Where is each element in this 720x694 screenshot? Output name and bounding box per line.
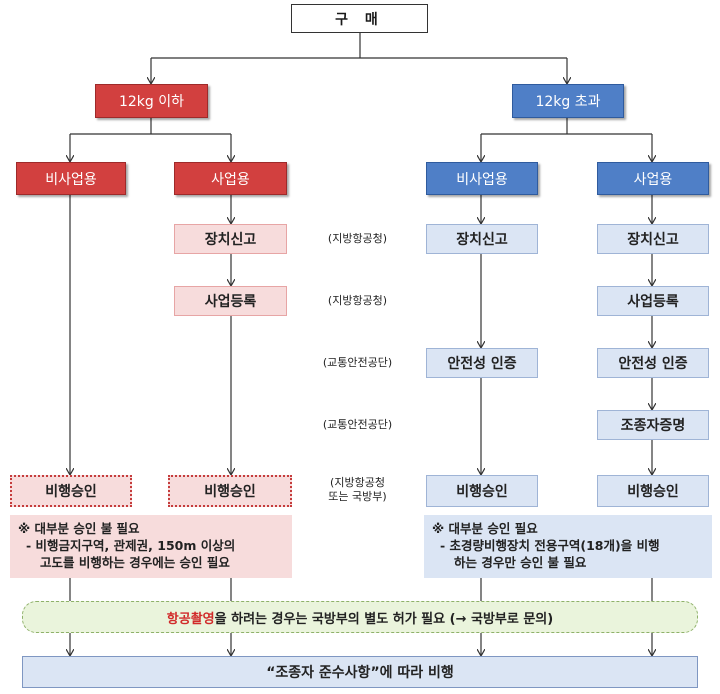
- high-nc-safety-cert-box: 안전성 인증: [426, 348, 538, 378]
- low-noncommercial-box: 비사업용: [16, 162, 126, 195]
- high-noncommercial-box: 비사업용: [426, 162, 538, 195]
- agency-label-flight-approval-line1: (지방항공청: [330, 476, 385, 489]
- weight-over-12kg-box: 12kg 초과: [512, 84, 624, 118]
- note-high-line1: ※ 대부분 승인 필요: [432, 521, 538, 536]
- purchase-box: 구 매: [291, 4, 428, 33]
- high-nc-flight-approval-box: 비행승인: [426, 475, 538, 507]
- note-high-line3: 하는 경우만 승인 불 필요: [454, 555, 587, 570]
- notice-text: 을 하려는 경우는 국방부의 별도 허가 필요 (→ 국방부로 문의): [214, 611, 554, 627]
- low-c-device-registration-box: 장치신고: [174, 224, 287, 254]
- high-c-business-registration-box: 사업등록: [597, 286, 709, 316]
- high-c-safety-cert-box: 안전성 인증: [597, 348, 709, 378]
- agency-label-transport-safety-2: (교통안전공단): [322, 418, 393, 431]
- note-high-weight: ※ 대부분 승인 필요 - 초경량비행장치 전용구역(18개)을 비행 하는 경…: [424, 515, 712, 578]
- agency-label-flight-approval: (지방항공청 또는 국방부): [300, 476, 415, 504]
- high-commercial-box: 사업용: [597, 162, 709, 195]
- note-high-line2: - 초경량비행장치 전용구역(18개)을 비행: [440, 538, 660, 553]
- low-nc-flight-approval-box: 비행승인: [10, 475, 132, 507]
- notice-highlight: 항공촬영: [166, 611, 215, 627]
- weight-12kg-or-less-box: 12kg 이하: [95, 84, 208, 118]
- low-c-flight-approval-box: 비행승인: [168, 475, 292, 507]
- note-low-weight: ※ 대부분 승인 불 필요 - 비행금지구역, 관제권, 150m 이상의 고도…: [10, 515, 292, 578]
- high-nc-device-registration-box: 장치신고: [426, 224, 538, 254]
- pilot-compliance-box: “조종자 준수사항”에 따라 비행: [22, 656, 698, 688]
- agency-label-transport-safety-1: (교통안전공단): [322, 356, 393, 369]
- agency-label-flight-approval-line2: 또는 국방부): [328, 490, 387, 503]
- low-c-business-registration-box: 사업등록: [174, 286, 287, 316]
- high-c-flight-approval-box: 비행승인: [597, 475, 709, 507]
- high-c-pilot-cert-box: 조종자증명: [597, 410, 709, 440]
- low-commercial-box: 사업용: [174, 162, 287, 195]
- note-low-line2: - 비행금지구역, 관제권, 150m 이상의: [26, 538, 236, 553]
- high-c-device-registration-box: 장치신고: [597, 224, 709, 254]
- note-low-line3: 고도를 비행하는 경우에는 승인 필요: [40, 555, 230, 570]
- agency-label-regional-aviation-2: (지방항공청): [327, 294, 388, 307]
- agency-label-regional-aviation-1: (지방항공청): [327, 232, 388, 245]
- note-low-line1: ※ 대부분 승인 불 필요: [18, 521, 140, 536]
